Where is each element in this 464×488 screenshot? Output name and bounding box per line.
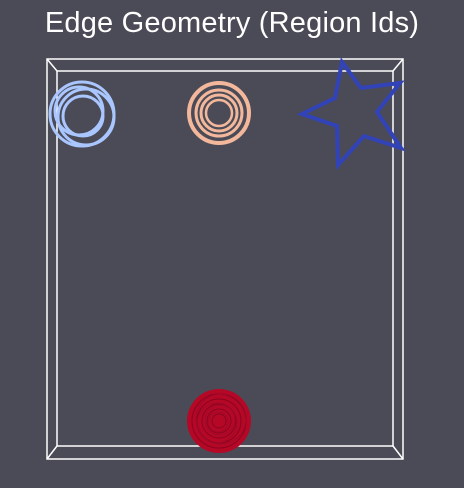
region-red-disk[interactable] bbox=[187, 389, 251, 453]
view-title: Edge Geometry (Region Ids) bbox=[44, 7, 420, 39]
region-blue-star[interactable] bbox=[296, 57, 406, 171]
region-peach-rings[interactable] bbox=[187, 81, 251, 145]
region-light-blue-rings[interactable] bbox=[48, 80, 116, 148]
